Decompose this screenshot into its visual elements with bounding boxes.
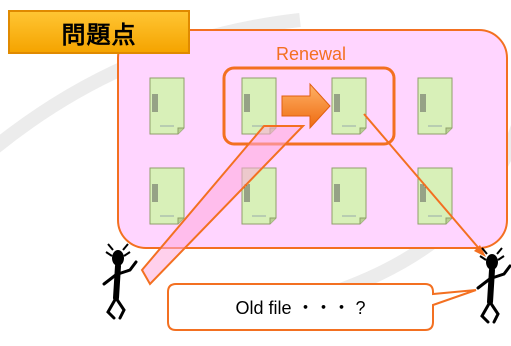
renewal-label: Renewal (276, 44, 347, 64)
view-cone (140, 125, 306, 286)
title-box: 問題点 (8, 10, 190, 54)
document-icon (149, 77, 185, 135)
arrow-right-icon (281, 82, 331, 130)
document-icon (331, 77, 367, 135)
stick-figure-icon (478, 248, 510, 322)
page-title: 問題点 (61, 20, 137, 49)
document-icon (331, 167, 367, 225)
document-icon (417, 77, 453, 135)
stick-figure-icon (104, 244, 136, 318)
highlight-box (222, 66, 396, 146)
link-arrow (363, 113, 486, 257)
speech-callout (167, 283, 477, 331)
document-icon (149, 167, 185, 225)
callout-text: Old file ・・・ ? (235, 298, 366, 318)
